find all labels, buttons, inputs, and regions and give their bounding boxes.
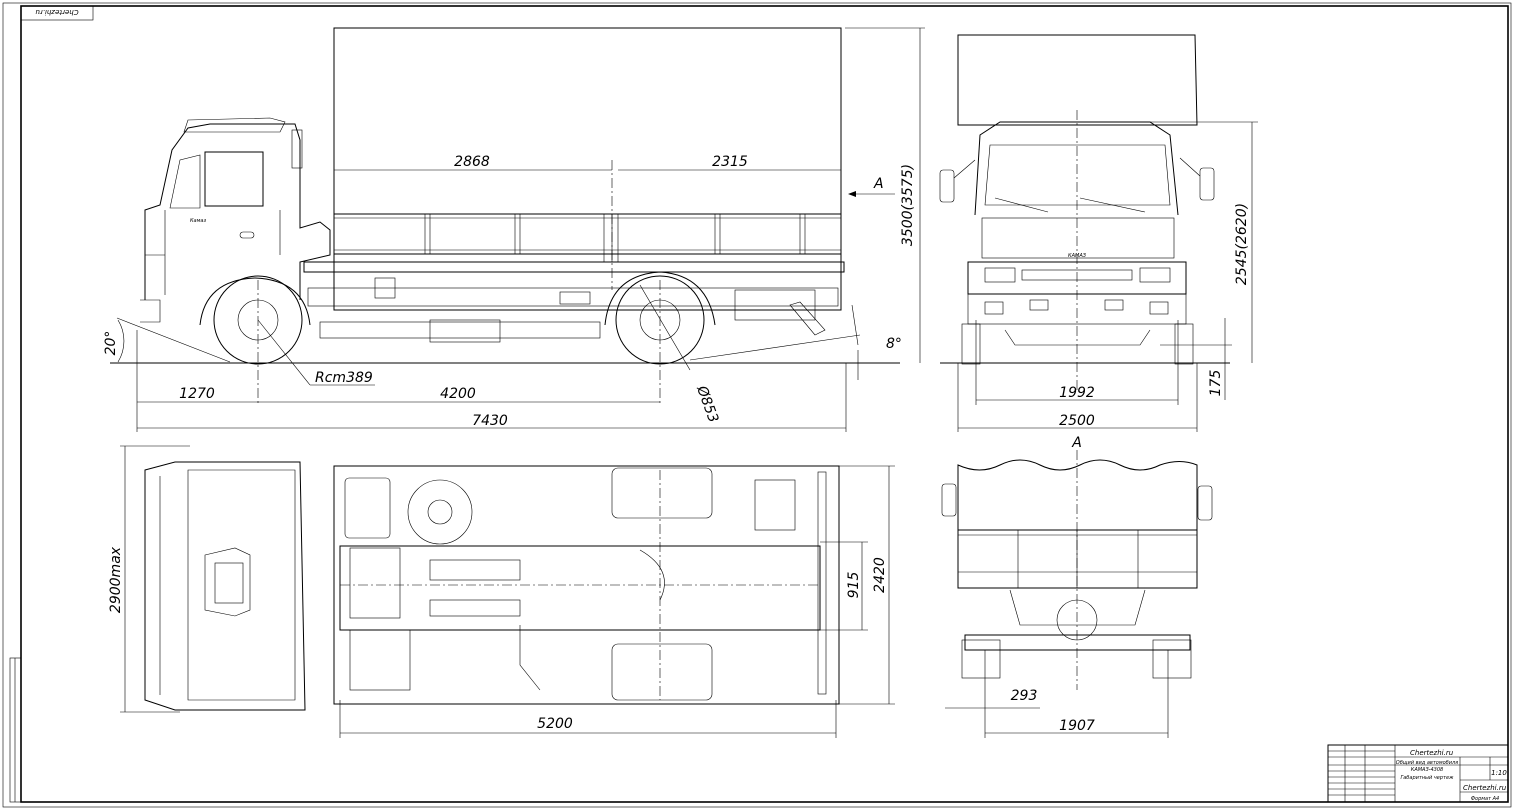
tailgate (957, 529, 1198, 589)
corner-stamp (20, 5, 94, 21)
mirror-right (1199, 167, 1215, 201)
dim-7430: 7430 (472, 413, 508, 429)
inner-frame (20, 5, 1509, 803)
angle-20-label: 20° (103, 331, 119, 356)
tarp-outline (333, 27, 842, 311)
cab-front (974, 121, 1179, 216)
mirror-left (939, 169, 955, 203)
tarp-front (957, 34, 1198, 126)
corner-stamp-text: Chertezhi.ru (35, 8, 79, 16)
windshield-front (984, 144, 1171, 206)
dim-width-2420: 2420 (872, 557, 888, 593)
mirror-side (291, 129, 303, 169)
angle-8-label: 8° (886, 336, 902, 352)
rear-wheel-right-top (611, 643, 713, 701)
dim-2868: 2868 (454, 154, 490, 170)
title-format: Формат А4 (1471, 796, 1499, 802)
title-line3: Габаритный чертеж (1400, 775, 1454, 781)
dim-width-2900: 2900max (108, 546, 124, 613)
dim-1907: 1907 (1059, 718, 1095, 734)
rear-wheel-arch (604, 271, 716, 326)
spare-wheel-top (407, 479, 473, 545)
rear-wheel-left-top (611, 467, 713, 519)
cab-outline (144, 123, 331, 300)
rear-bumper (964, 634, 1191, 651)
title-bottom: Chertezhi.ru (1463, 784, 1507, 792)
cargo-sideboard (333, 213, 842, 255)
exhaust-muffler (319, 321, 601, 339)
title-block: Chertezhi.ru Общий вид автомобиля КАМАЗ-… (1327, 744, 1509, 803)
title-scale: 1:10 (1491, 769, 1507, 777)
chassis-rail (303, 261, 845, 273)
spare-wheel-carrier (734, 289, 816, 321)
windshield (169, 154, 201, 209)
cab-top (144, 461, 306, 711)
dim-293: 293 (1011, 688, 1038, 704)
left-margin-stamp (9, 657, 22, 803)
dim-1270: 1270 (179, 386, 215, 402)
cargo-body-top (333, 465, 840, 705)
right-tire (1174, 323, 1194, 365)
title-site: Chertezhi.ru (1410, 749, 1454, 757)
front-wheel-arch (199, 277, 311, 326)
cab-roof-deflector (183, 117, 286, 133)
dim-clearance-175: 175 (1208, 370, 1224, 397)
tarp-rear (957, 459, 1198, 531)
dim-2315: 2315 (712, 154, 748, 170)
dim-height-2545: 2545(2620) (1234, 203, 1250, 285)
chassis-frame-top (339, 545, 821, 631)
left-tire (961, 323, 981, 365)
front-view: КАМАЗ 2545(2620) 175 1992 250 (939, 34, 1258, 432)
dim-4200: 4200 (440, 386, 476, 402)
cab-window (204, 151, 264, 207)
wheel-diameter-label: Ø853 (693, 383, 721, 425)
side-view: Камаз 20° 8° Rcm389 Ø853 (103, 27, 925, 432)
title-line2: КАМАЗ-4308 (1411, 767, 1443, 773)
view-a-title: A (1071, 435, 1082, 451)
rear-wheel (615, 275, 705, 365)
front-wheel (213, 275, 303, 365)
dim-frame-915: 915 (846, 572, 862, 599)
dim-width-2500: 2500 (1059, 413, 1095, 429)
roof-hatch (204, 547, 251, 617)
rear-view: A 293 1907 (941, 435, 1213, 738)
door-handle (239, 231, 255, 239)
dim-track-1992: 1992 (1059, 385, 1095, 401)
door-logo: Камаз (190, 218, 206, 224)
title-line1: Общий вид автомобиля (1396, 760, 1458, 766)
dim-length-5200: 5200 (537, 716, 573, 732)
view-a-marker: A (873, 176, 884, 192)
radius-label: Rcm389 (315, 370, 373, 386)
top-view: 2900max 915 2420 5200 (108, 445, 895, 738)
grille-logo: КАМАЗ (1068, 253, 1087, 259)
dim-height-3500: 3500(3575) (900, 164, 916, 246)
